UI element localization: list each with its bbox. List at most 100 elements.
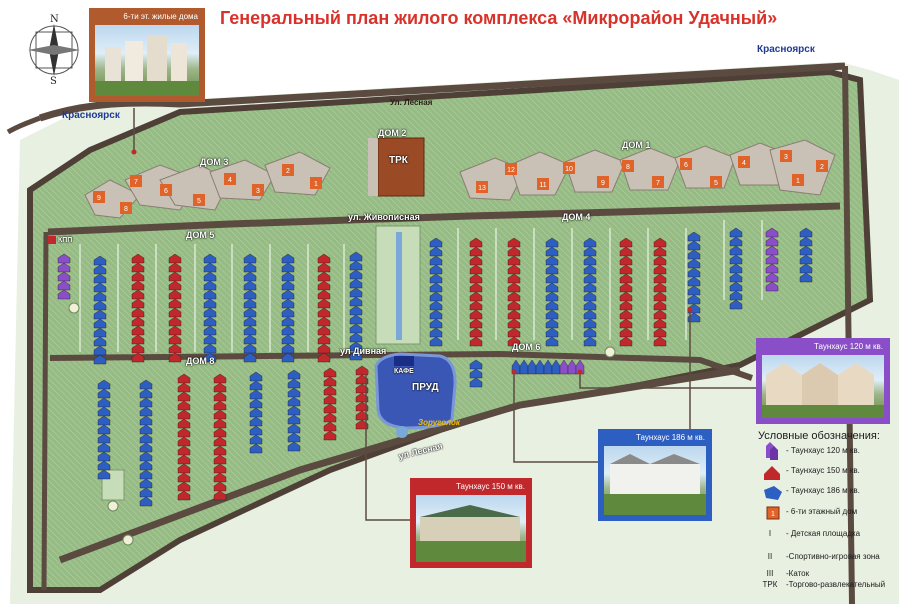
townhouse-unit [243,352,257,363]
townhouse-unit [765,272,779,283]
townhouse-unit [317,316,331,327]
townhouse-unit [545,264,559,275]
townhouse-unit [349,341,363,352]
townhouse-unit [765,236,779,247]
townhouse-unit [687,285,701,296]
townhouse-unit [168,262,182,273]
townhouse-unit [57,280,71,291]
townhouse-unit [349,305,363,316]
townhouse-unit [349,251,363,262]
svg-text:3: 3 [256,188,260,195]
svg-text:6: 6 [164,188,168,195]
svg-text:7: 7 [656,180,660,187]
townhouse-unit [545,318,559,329]
townhouse-unit [243,271,257,282]
townhouse-unit [243,280,257,291]
townhouse-unit [97,379,111,390]
townhouse-unit [687,240,701,251]
townhouse-unit [469,327,483,338]
townhouse-unit [545,246,559,257]
townhouse-unit [131,289,145,300]
townhouse-unit [653,246,667,257]
legend-symbol: ТРК [762,580,778,589]
townhouse-unit [619,255,633,266]
townhouse-unit [131,325,145,336]
townhouse-unit [281,253,295,264]
townhouse-unit [93,291,107,302]
townhouse-unit [97,460,111,471]
townhouse-unit [213,418,227,429]
townhouse-unit [507,246,521,257]
townhouse-unit [203,334,217,345]
townhouse-unit [619,264,633,275]
svg-text:4: 4 [742,160,746,167]
townhouse-unit [545,309,559,320]
townhouse-unit [213,400,227,411]
townhouse-unit [249,434,263,445]
townhouse-unit [131,352,145,363]
townhouse-unit [131,307,145,318]
townhouse-unit [168,334,182,345]
townhouse-unit [213,373,227,384]
townhouse-unit [139,487,153,498]
direction-krasnoyarsk-top: Красноярск [757,44,815,55]
townhouse-unit [507,291,521,302]
townhouse-unit [139,469,153,480]
townhouse-unit [213,409,227,420]
townhouse-unit [281,271,295,282]
townhouse-unit [57,271,71,282]
townhouse-unit [469,359,483,370]
townhouse-unit [131,280,145,291]
townhouse-unit [249,398,263,409]
townhouse-unit [729,263,743,274]
townhouse-unit [139,406,153,417]
townhouse-unit [93,309,107,320]
legend-symbol: I [768,529,772,538]
townhouse-unit [323,394,337,405]
townhouse-unit [243,262,257,273]
townhouse-unit [429,336,443,347]
townhouse-unit [545,282,559,293]
direction-krasnoyarsk-left: Красноярск [62,110,120,121]
townhouse-unit [653,237,667,248]
townhouse-unit [619,318,633,329]
townhouse-unit [349,260,363,271]
trk-building [377,137,425,197]
street-divnaya: ул Дивная [340,346,387,356]
townhouse-unit [355,401,369,412]
townhouse-unit [619,273,633,284]
townhouse-unit [317,262,331,273]
townhouse-unit [507,282,521,293]
townhouse-unit [687,249,701,260]
page-title: Генеральный план жилого комплекса «Микро… [220,8,778,28]
svg-text:8: 8 [124,206,128,213]
townhouse-unit [281,316,295,327]
townhouse-unit [653,291,667,302]
label-dom1: ДОМ 1 [622,140,651,150]
townhouse-unit [429,237,443,248]
townhouse-unit [93,327,107,338]
townhouse-unit [545,327,559,338]
townhouse-unit [507,255,521,266]
townhouse-unit [93,255,107,266]
townhouse-unit [507,336,521,347]
legend-item-th120: - Таунхаус 120 м кв. [758,446,860,455]
th120-illustration [762,363,884,418]
townhouse-unit [281,298,295,309]
townhouse-unit [799,272,813,283]
townhouse-unit [177,472,191,483]
townhouse-unit [213,481,227,492]
street-lesnaya-top: Ул. Лесная [390,98,433,107]
townhouse-unit [349,296,363,307]
townhouse-unit [203,253,217,264]
photo-th150-image [416,495,526,562]
townhouse-unit [507,237,521,248]
svg-text:9: 9 [97,195,101,202]
label-kpp: КПП [58,237,73,244]
townhouse-unit [429,273,443,284]
label-dom3: ДОМ 3 [200,157,229,167]
townhouse-unit [545,273,559,284]
townhouse-unit [317,253,331,264]
townhouse-unit [93,336,107,347]
townhouse-unit [93,264,107,275]
